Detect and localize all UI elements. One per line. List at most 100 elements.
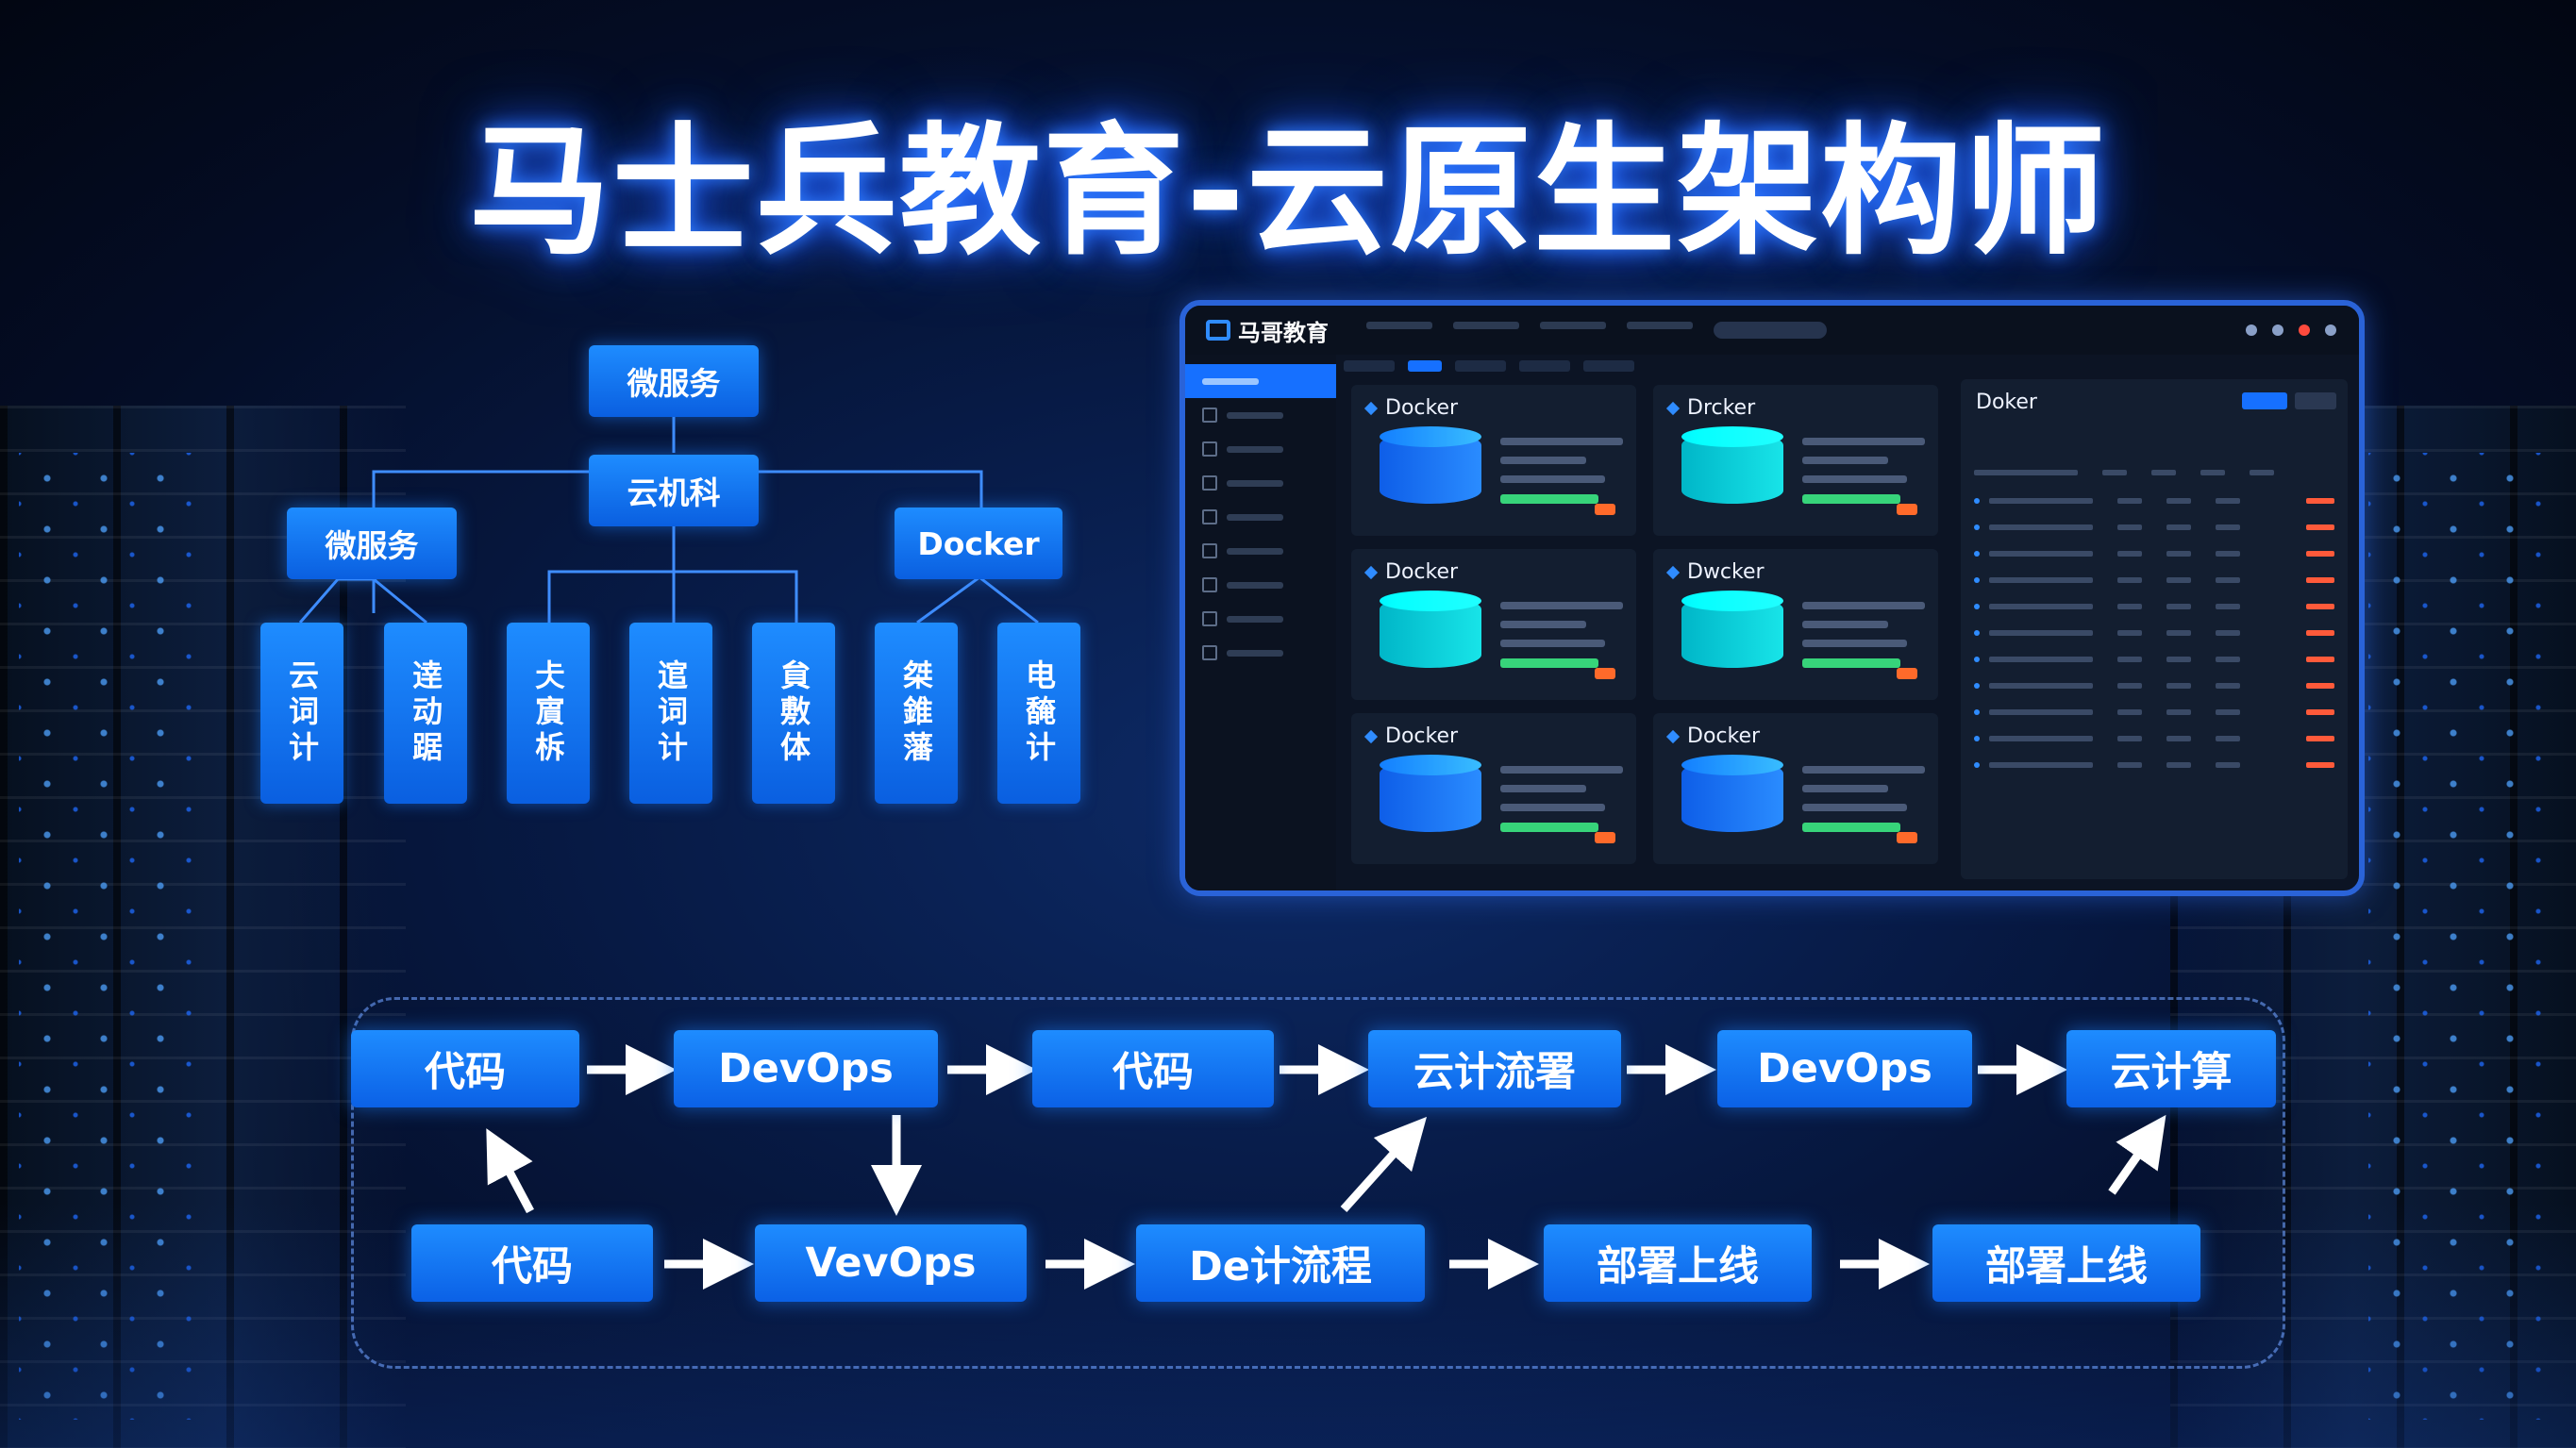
card-stats <box>1500 438 1623 515</box>
table-row[interactable] <box>1974 519 2334 536</box>
flow-step: 云计算 <box>2066 1030 2276 1107</box>
subtab[interactable] <box>1519 360 1570 372</box>
panel-primary-button[interactable] <box>2242 392 2287 409</box>
flow-step: 部署上线 <box>1932 1224 2200 1302</box>
subtab[interactable] <box>1344 360 1395 372</box>
topnav-item[interactable] <box>1366 322 1432 329</box>
card-stats <box>1500 602 1623 679</box>
sidebar-item[interactable] <box>1185 602 1336 636</box>
dashboard-topbar: 马哥教育 <box>1185 306 2359 355</box>
panel-secondary-button[interactable] <box>2295 392 2336 409</box>
dashboard-subtabs <box>1344 360 1648 372</box>
menu-icon <box>1202 509 1217 524</box>
dashboard-logo: 马哥教育 <box>1206 314 1329 347</box>
flow-step: De计流程 <box>1136 1224 1425 1302</box>
docker-card[interactable]: Docker <box>1351 713 1636 864</box>
arrow-up <box>1340 1116 1428 1213</box>
database-icon <box>1380 596 1481 668</box>
alert-icon[interactable] <box>2299 325 2310 336</box>
docker-card[interactable]: Dwcker <box>1653 549 1938 700</box>
docker-card[interactable]: Docker <box>1351 385 1636 536</box>
dashboard-window: 马哥教育 Docker <box>1179 300 2365 896</box>
topnav-item[interactable] <box>1453 322 1519 329</box>
flow-step: DevOps <box>1717 1030 1972 1107</box>
table-row[interactable] <box>1974 757 2334 774</box>
table-row[interactable] <box>1974 730 2334 747</box>
sidebar-item[interactable] <box>1185 398 1336 432</box>
arrow-up <box>486 1128 534 1214</box>
menu-icon <box>1202 441 1217 457</box>
flow-step: 代码 <box>1032 1030 1274 1107</box>
topbar-icons <box>2231 325 2336 336</box>
subtab[interactable] <box>1583 360 1634 372</box>
database-icon <box>1681 432 1783 504</box>
menu-icon <box>1202 543 1217 558</box>
flow-frame <box>351 997 2285 1369</box>
org-node-middle: 云机科 <box>589 455 759 526</box>
sidebar-item[interactable] <box>1185 466 1336 500</box>
org-leaf: 逭词计 <box>629 623 712 804</box>
subtab[interactable] <box>1455 360 1506 372</box>
sidebar-item[interactable] <box>1185 432 1336 466</box>
flow-step: 部署上线 <box>1544 1224 1812 1302</box>
card-stats <box>1802 766 1925 843</box>
topnav-item[interactable] <box>1627 322 1693 329</box>
flow-step: DevOps <box>674 1030 938 1107</box>
dashboard-sidebar <box>1185 355 1336 890</box>
org-chart: 微服务 云机科 微服务 Docker 云词计 逹动踞 仧賔柝 逭词计 貟敷体 桀… <box>0 0 1132 849</box>
notification-icon[interactable] <box>2272 325 2283 336</box>
sidebar-item[interactable] <box>1185 500 1336 534</box>
table-row[interactable] <box>1974 704 2334 721</box>
docker-card[interactable]: Docker <box>1653 713 1938 864</box>
container-list-panel: Doker <box>1961 379 2348 879</box>
panel-title: Doker <box>1976 391 2037 414</box>
org-node-right: Docker <box>895 508 1062 579</box>
table-row[interactable] <box>1974 492 2334 509</box>
table-row[interactable] <box>1974 624 2334 641</box>
docker-card[interactable]: Drcker <box>1653 385 1938 536</box>
page-title: 马士兵教育-云原生架构师 <box>468 110 2108 275</box>
menu-icon <box>1202 475 1217 491</box>
table-row[interactable] <box>1974 651 2334 668</box>
menu-icon <box>1202 577 1217 592</box>
menu-icon <box>1202 611 1217 626</box>
sidebar-item[interactable] <box>1185 534 1336 568</box>
topnav-item[interactable] <box>1540 322 1606 329</box>
database-icon <box>1380 760 1481 832</box>
card-stats <box>1802 438 1925 515</box>
sidebar-item[interactable] <box>1185 636 1336 670</box>
sidebar-item[interactable] <box>1185 568 1336 602</box>
database-icon <box>1380 432 1481 504</box>
flow-step: VevOps <box>755 1224 1027 1302</box>
user-avatar-icon[interactable] <box>2325 325 2336 336</box>
database-icon <box>1681 760 1783 832</box>
table-row[interactable] <box>1974 677 2334 694</box>
topnav-search[interactable] <box>1714 322 1827 339</box>
database-icon <box>1681 596 1783 668</box>
table-header <box>1974 464 2334 481</box>
flow-step: 代码 <box>411 1224 653 1302</box>
menu-icon <box>1202 645 1217 660</box>
org-leaf: 貟敷体 <box>752 623 835 804</box>
card-stats <box>1500 766 1623 843</box>
flow-step: 代码 <box>351 1030 579 1107</box>
card-stats <box>1802 602 1925 679</box>
org-leaf: 仧賔柝 <box>507 623 590 804</box>
menu-icon <box>1202 408 1217 423</box>
subtab-active[interactable] <box>1408 360 1442 372</box>
table-row[interactable] <box>1974 572 2334 589</box>
arrow-up <box>2108 1114 2166 1195</box>
org-node-top: 微服务 <box>589 345 759 417</box>
org-leaf: 逹动踞 <box>384 623 467 804</box>
docker-card[interactable]: Docker <box>1351 549 1636 700</box>
dashboard-topnav <box>1366 322 1848 339</box>
org-node-left: 微服务 <box>287 508 457 579</box>
org-leaf: 电馣计 <box>997 623 1080 804</box>
settings-icon[interactable] <box>2246 325 2257 336</box>
logo-icon <box>1206 320 1230 341</box>
org-leaf: 桀錐藩 <box>875 623 958 804</box>
table-row[interactable] <box>1974 545 2334 562</box>
table-row[interactable] <box>1974 598 2334 615</box>
sidebar-item[interactable] <box>1185 364 1336 398</box>
